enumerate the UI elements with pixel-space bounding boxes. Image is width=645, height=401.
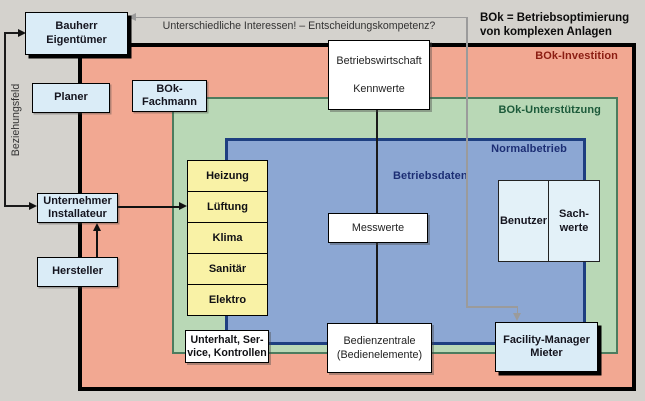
actor-facility-manager-mieter: Facility-Manager Mieter bbox=[495, 322, 598, 372]
gray-connector-horizontal bbox=[132, 16, 467, 19]
gray-arrowhead-to-bauherr bbox=[128, 13, 136, 21]
sachwerte-line1: Sach- bbox=[559, 208, 589, 220]
benutzer-label: Benutzer bbox=[499, 215, 548, 227]
facility-manager-line1: Facility-Manager bbox=[503, 333, 590, 346]
messwerte-label: Messwerte bbox=[351, 222, 405, 234]
region-label-bok-unterstuetzung: BOk-Unterstützung bbox=[498, 104, 601, 116]
unterhalt-line2: vice, Kontrollen bbox=[187, 346, 267, 359]
connector-kennwerte-to-messwerte bbox=[376, 108, 378, 213]
bedienzentrale-line2: (Bedienelemente) bbox=[336, 349, 423, 361]
annotation-interessen: Unterschiedliche Interessen! – Entscheid… bbox=[162, 20, 436, 32]
box-bedienzentrale: Bedienzentrale (Bedienelemente) bbox=[327, 323, 432, 373]
bok-definition-line1: BOk = Betriebsoptimierung bbox=[480, 12, 630, 24]
region-label-bok-investition: BOk-Investition bbox=[535, 50, 618, 62]
unterhalt-line1: Unterhalt, Ser- bbox=[190, 333, 264, 346]
region-label-normalbetrieb: Normalbetrieb bbox=[491, 143, 567, 155]
bauherr-line2: Eigentümer bbox=[46, 33, 107, 46]
arrowhead-to-bauherr bbox=[18, 28, 26, 37]
bracket-top-horizontal bbox=[4, 32, 21, 34]
actor-planer: Planer bbox=[32, 83, 110, 113]
bok-fachmann-line1: BOk- bbox=[156, 82, 183, 95]
actor-benutzer: Benutzer bbox=[498, 180, 549, 262]
actor-hersteller: Hersteller bbox=[37, 257, 118, 287]
bauherr-line1: Bauherr bbox=[55, 20, 98, 32]
actor-bauherr-eigentuemer: Bauherr Eigentümer bbox=[25, 12, 128, 55]
box-betriebswirtschaft-kennwerte: Betriebswirtschaft Kennwerte bbox=[328, 40, 430, 110]
sachwerte-line2: werte bbox=[559, 222, 589, 234]
actor-unternehmer-installateur: Unternehmer Installateur bbox=[37, 193, 118, 223]
connector-unternehmer-to-systems bbox=[118, 205, 180, 208]
bok-definition-note: BOk = Betriebsoptimierung von komplexen … bbox=[480, 11, 629, 39]
bracket-bottom-horizontal bbox=[4, 205, 30, 207]
gray-connector-vertical bbox=[466, 16, 468, 308]
gray-arrowhead-to-facility-manager bbox=[513, 313, 521, 321]
actor-sachwerte: Sach- werte bbox=[548, 180, 600, 262]
box-messwerte: Messwerte bbox=[328, 213, 428, 243]
system-sanitaer: Sanitär bbox=[187, 253, 268, 285]
bok-definition-line2: von komplexen Anlagen bbox=[480, 26, 612, 38]
betriebswirtschaft-label: Betriebswirtschaft bbox=[336, 55, 422, 68]
connector-messwerte-to-bedienzentrale bbox=[376, 243, 378, 323]
region-label-betriebsdaten: Betriebsdaten bbox=[393, 170, 468, 182]
kennwerte-label: Kennwerte bbox=[353, 82, 405, 95]
bok-fachmann-line2: Fachmann bbox=[141, 96, 197, 108]
unternehmer-line1: Unternehmer bbox=[43, 194, 112, 207]
bedienzentrale-line1: Bedienzentrale bbox=[343, 335, 416, 347]
gray-connector-vertical2 bbox=[516, 306, 519, 314]
system-elektro: Elektro bbox=[187, 284, 268, 316]
planer-label: Planer bbox=[54, 91, 88, 104]
box-unterhalt-service-kontrollen: Unterhalt, Ser- vice, Kontrollen bbox=[185, 330, 269, 363]
bracket-vertical bbox=[4, 32, 6, 206]
connector-hersteller-to-unternehmer bbox=[96, 230, 98, 257]
beziehungsfeld-label: Beziehungsfeld bbox=[10, 83, 22, 157]
arrowhead-to-unternehmer-from-hersteller bbox=[92, 223, 101, 231]
unternehmer-line2: Installateur bbox=[48, 208, 107, 220]
gray-connector-horizontal2 bbox=[466, 306, 518, 308]
system-klima: Klima bbox=[187, 222, 268, 254]
actor-bok-fachmann: BOk- Fachmann bbox=[132, 80, 207, 112]
hersteller-label: Hersteller bbox=[52, 265, 103, 278]
facility-manager-line2: Mieter bbox=[530, 347, 563, 359]
system-lueftung: Lüftung bbox=[187, 191, 268, 223]
system-heizung: Heizung bbox=[187, 160, 268, 192]
arrowhead-to-systems bbox=[179, 202, 187, 210]
arrowhead-to-unternehmer bbox=[29, 201, 37, 210]
